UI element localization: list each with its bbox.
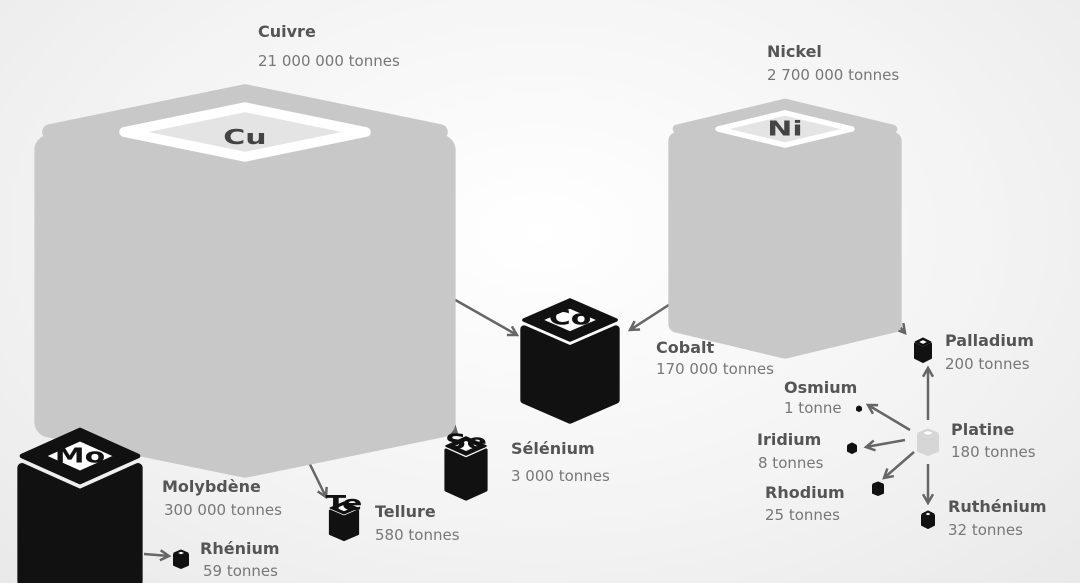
label-palladium: Palladium 200 tonnes <box>945 331 1034 373</box>
element-name: Rhodium <box>765 483 845 502</box>
element-name: Palladium <box>945 331 1034 350</box>
cube-body <box>444 448 488 501</box>
cube-body <box>856 407 862 412</box>
cube-platine <box>917 428 939 456</box>
label-nickel: Nickel 2 700 000 tonnes <box>767 42 899 84</box>
cube-rhodium <box>872 481 884 496</box>
element-quantity: 21 000 000 tonnes <box>258 52 400 70</box>
element-quantity: 180 tonnes <box>951 443 1036 461</box>
arrow-platine-to-osmium <box>865 403 911 432</box>
symbol-plate <box>540 306 600 334</box>
element-quantity: 3 000 tonnes <box>511 467 610 485</box>
element-name: Cobalt <box>656 338 714 357</box>
label-iridium: Iridium 8 tonnes <box>757 430 824 472</box>
cube-nickel: Ni <box>668 98 902 359</box>
element-quantity: 8 tonnes <box>758 454 824 472</box>
arrow-molybdene-to-rhenium <box>143 549 172 562</box>
element-name: Tellure <box>375 502 436 521</box>
element-symbol: Co <box>549 307 592 331</box>
cube-body <box>173 553 189 569</box>
symbol-plate <box>923 511 933 517</box>
element-quantity: 25 tonnes <box>765 506 840 524</box>
element-quantity: 170 000 tonnes <box>656 360 774 378</box>
element-quantity: 32 tonnes <box>948 521 1023 539</box>
cube-tellure: Te <box>326 492 363 542</box>
cube-body <box>917 433 939 456</box>
symbol-plate <box>453 439 479 453</box>
symbol-plate <box>917 339 929 345</box>
element-quantity: 300 000 tonnes <box>164 501 282 519</box>
element-name: Nickel <box>767 42 822 61</box>
element-quantity: 580 tonnes <box>375 526 460 544</box>
element-name: Platine <box>951 420 1015 439</box>
element-quantity: 2 700 000 tonnes <box>767 66 899 84</box>
label-rhodium: Rhodium 25 tonnes <box>765 483 845 524</box>
element-quantity: 59 tonnes <box>203 562 278 580</box>
cube-cuivre: Cu <box>34 84 456 478</box>
element-name: Ruthénium <box>948 497 1047 516</box>
label-cuivre: Cuivre 21 000 000 tonnes <box>258 22 400 70</box>
cube-body <box>17 463 143 583</box>
cube-iridium <box>847 442 857 454</box>
element-name: Osmium <box>784 378 857 397</box>
symbol-plate <box>176 550 186 556</box>
element-name: Molybdène <box>162 477 261 496</box>
element-symbol: Se <box>445 430 487 454</box>
label-molybdene: Molybdène 300 000 tonnes <box>162 477 282 519</box>
arrow-platine-to-rhodium <box>882 451 915 480</box>
symbol-plate <box>119 102 371 162</box>
cube-rhenium <box>173 549 189 569</box>
symbol-plate <box>334 503 354 513</box>
cube-body <box>872 484 884 496</box>
element-symbol: Mo <box>55 444 105 468</box>
arrow-platine-to-iridium <box>863 438 906 452</box>
cube-palladium <box>914 337 932 363</box>
element-symbol: Cu <box>223 126 266 150</box>
element-name: Cuivre <box>258 22 316 41</box>
element-name: Sélénium <box>511 439 595 458</box>
cube-body <box>847 445 857 454</box>
symbol-plate <box>42 438 118 474</box>
symbol-plate <box>921 430 935 436</box>
label-osmium: Osmium 1 tonne <box>784 378 857 417</box>
element-symbol: Te <box>326 492 363 516</box>
element-quantity: 200 tonnes <box>945 355 1030 373</box>
element-name: Iridium <box>757 430 821 449</box>
cube-cobalt: Co <box>520 298 620 424</box>
label-rhenium: Rhénium 59 tonnes <box>200 539 280 580</box>
element-symbol: Ni <box>767 117 802 141</box>
label-cobalt: Cobalt 170 000 tonnes <box>656 338 774 378</box>
cube-ruthenium <box>921 510 935 529</box>
cube-body <box>914 342 932 363</box>
element-name: Rhénium <box>200 539 280 558</box>
cube-body <box>34 134 456 478</box>
element-quantity: 1 tonne <box>784 399 842 417</box>
cube-body <box>520 325 620 424</box>
cube-body <box>328 509 360 542</box>
symbol-plate <box>715 110 855 148</box>
cube-body <box>668 132 902 359</box>
cube-body <box>921 514 935 529</box>
label-ruthenium: Ruthénium 32 tonnes <box>948 497 1047 539</box>
label-tellure: Tellure 580 tonnes <box>375 502 460 544</box>
label-platine: Platine 180 tonnes <box>951 420 1036 461</box>
cube-molybdene: Mo <box>17 427 143 583</box>
label-selenium: Sélénium 3 000 tonnes <box>511 439 610 485</box>
cube-selenium: Se <box>444 430 488 501</box>
cube-osmium <box>856 405 862 412</box>
